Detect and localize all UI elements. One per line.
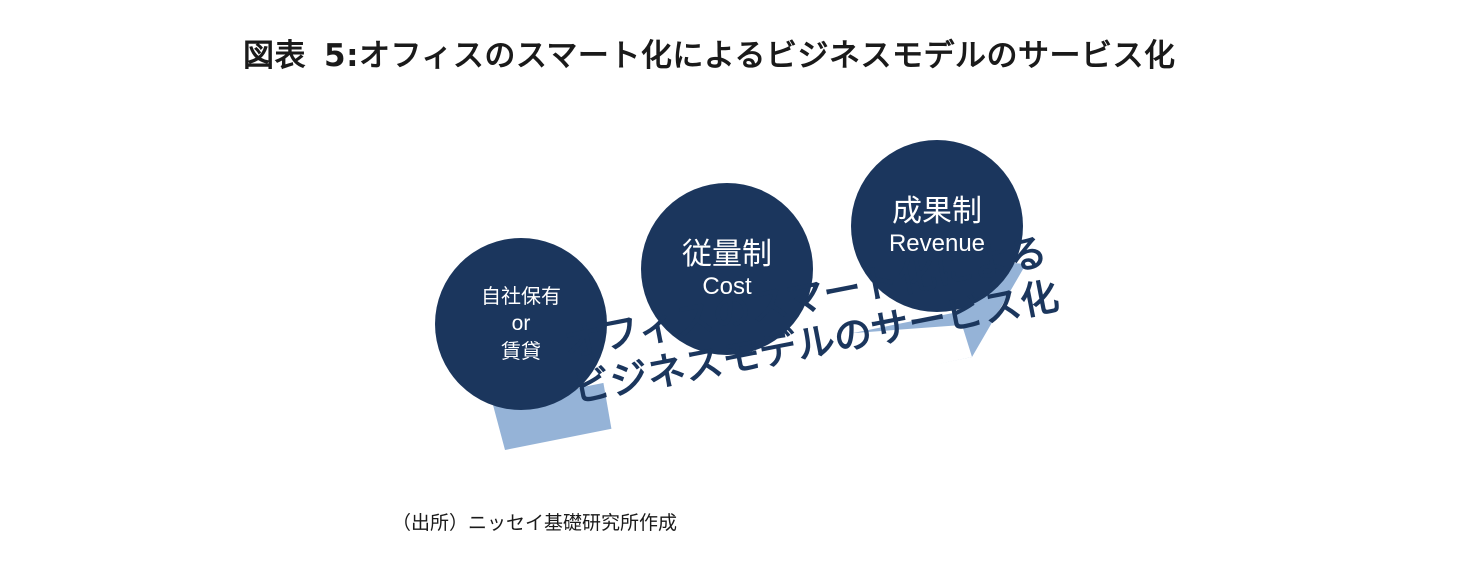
stage-ownership-circle: 自社保有 or 賃貸 — [435, 238, 607, 410]
stage-usage-title: 従量制 — [682, 236, 772, 272]
arrow-label-backdrop — [598, 325, 972, 432]
figure-title: 図表 5:オフィスのスマート化によるビジネスモデルのサービス化 — [243, 30, 1175, 75]
figure-title-prefix: 図表 — [243, 38, 306, 74]
source-note: （出所）ニッセイ基礎研究所作成 — [392, 512, 678, 534]
stage-performance-circle: 成果制 Revenue — [851, 140, 1023, 312]
figure-title-text: 5:オフィスのスマート化によるビジネスモデルのサービス化 — [324, 38, 1176, 74]
stage-ownership-line-3: 賃貸 — [501, 339, 541, 364]
stage-ownership-line-1: 自社保有 — [481, 283, 561, 308]
stage-performance-title: 成果制 — [892, 193, 982, 229]
stage-ownership-line-2: or — [511, 311, 531, 335]
stage-performance-subtitle: Revenue — [888, 229, 986, 257]
stage-usage-circle: 従量制 Cost — [641, 183, 813, 355]
stage-usage-subtitle: Cost — [702, 272, 752, 300]
